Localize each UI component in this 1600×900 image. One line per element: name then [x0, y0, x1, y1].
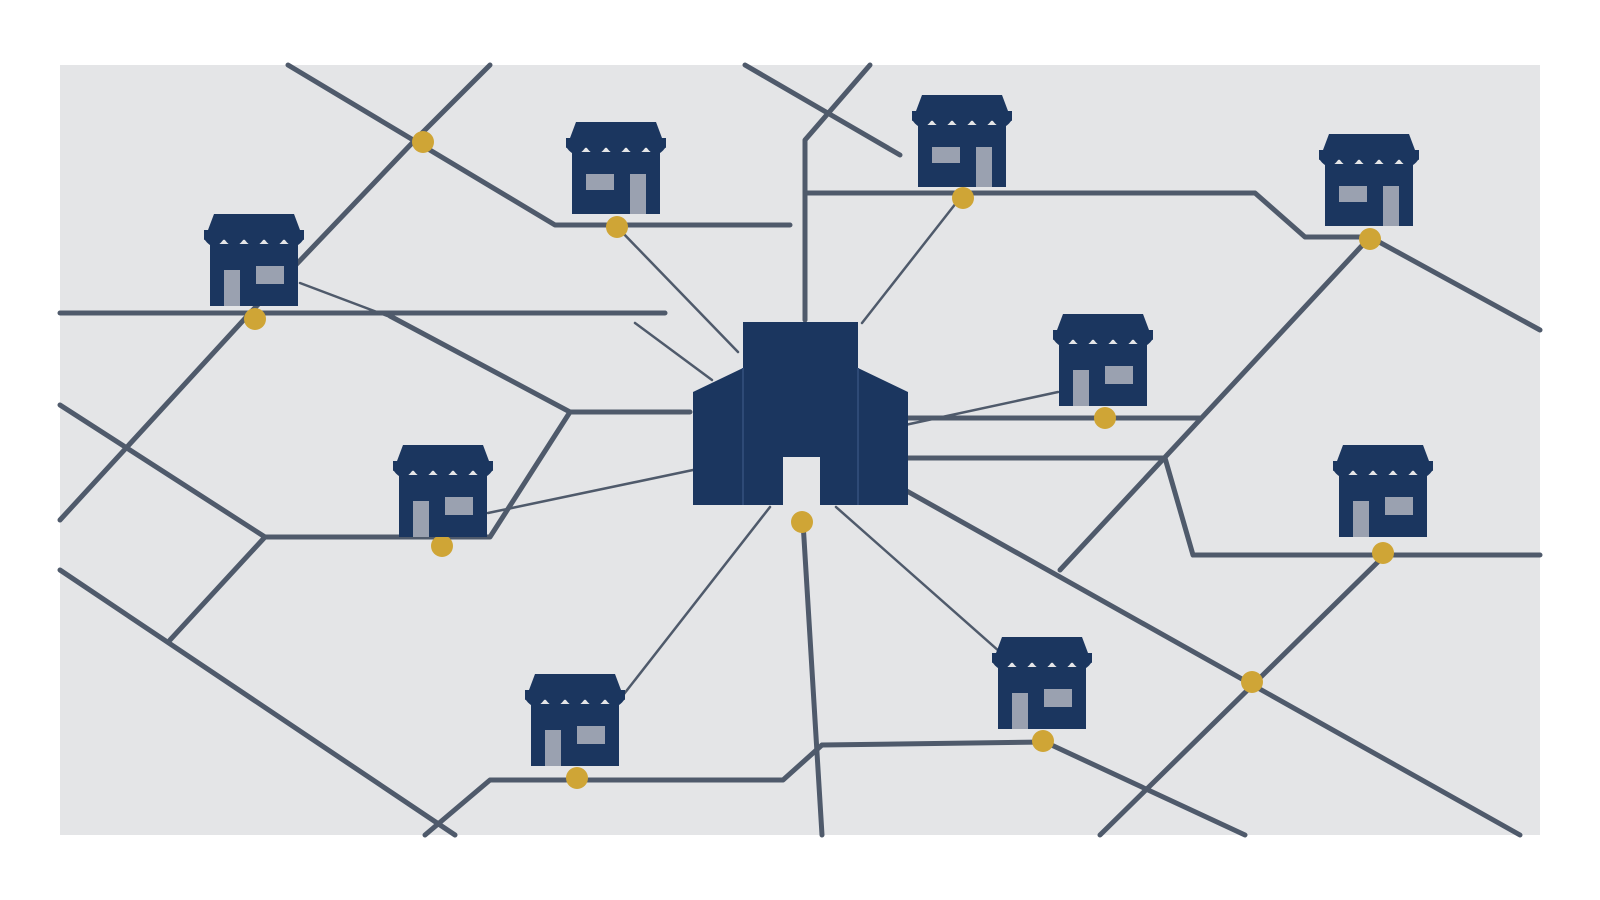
- hub-connection-6: [486, 468, 695, 515]
- road-16: [800, 519, 825, 838]
- junction-node-5: [1359, 228, 1381, 250]
- road-18: [422, 742, 825, 838]
- hub-connections: [298, 196, 1060, 696]
- road-4: [57, 402, 693, 540]
- road-5: [167, 534, 268, 643]
- storefront-icon: [911, 95, 1013, 187]
- central-warehouse: [693, 322, 908, 505]
- road-2: [57, 62, 493, 523]
- junction-node-10: [1241, 671, 1263, 693]
- junction-node-6: [1094, 407, 1116, 429]
- storefront-icon: [203, 214, 305, 306]
- junction-node-11: [1032, 730, 1054, 752]
- junction-node-4: [952, 187, 974, 209]
- junction-node-8: [431, 535, 453, 557]
- junction-node-2: [606, 216, 628, 238]
- road-11: [1057, 234, 1373, 573]
- storefront-icon: [991, 637, 1093, 729]
- stores: [203, 95, 1434, 766]
- junction-node-7: [791, 511, 813, 533]
- road-10: [802, 190, 1543, 333]
- road-network: [57, 62, 1543, 838]
- road-8: [742, 62, 903, 158]
- junction-node-12: [566, 767, 588, 789]
- hub-connection-8: [834, 505, 1002, 654]
- road-7: [387, 313, 573, 415]
- hub-connection-4: [633, 321, 714, 382]
- road-13: [902, 455, 1543, 558]
- storefront-icon: [565, 122, 667, 214]
- road-14: [902, 487, 1523, 838]
- hub-connection-1: [618, 228, 740, 354]
- hub-connection-5: [903, 390, 1060, 427]
- road-9: [802, 62, 873, 323]
- storefront-icon: [1318, 134, 1420, 226]
- junction-node-1: [412, 131, 434, 153]
- storefront-icon: [524, 674, 626, 766]
- storefront-icon: [392, 445, 494, 537]
- storefront-icon: [1332, 445, 1434, 537]
- hub-connection-7: [622, 505, 772, 696]
- junction-node-9: [1372, 542, 1394, 564]
- hub-connection-2: [860, 196, 962, 325]
- junction-node-3: [244, 308, 266, 330]
- junction-nodes: [244, 131, 1394, 789]
- hub-connection-3: [298, 281, 400, 322]
- road-6: [57, 567, 458, 838]
- storefront-icon: [1052, 314, 1154, 406]
- warehouse-icon: [693, 322, 908, 505]
- road-1: [285, 62, 793, 228]
